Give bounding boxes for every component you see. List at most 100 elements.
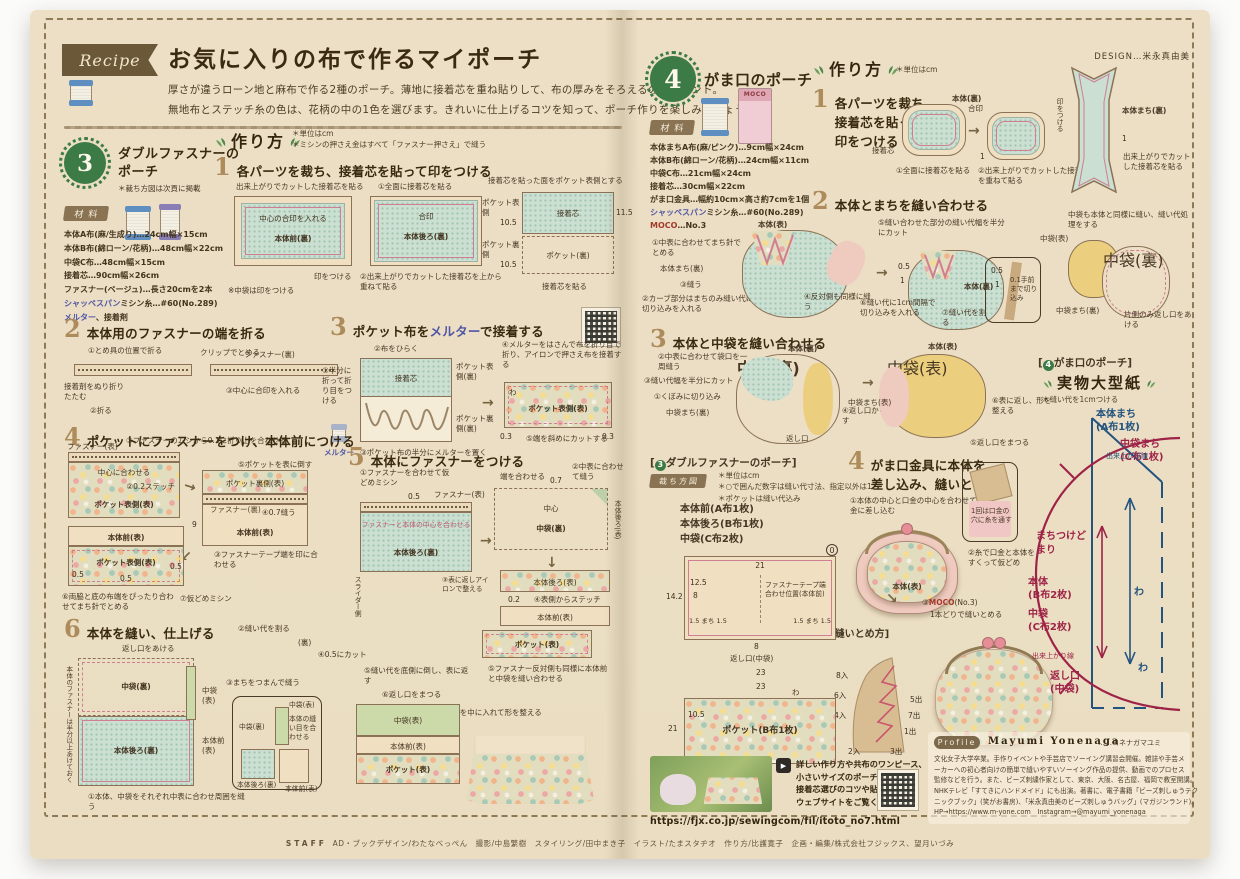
promo-line: 詳しい作り方や共布のワンピース、 bbox=[796, 759, 927, 769]
diagram-label: ③縫う bbox=[680, 280, 702, 289]
step-header: 4 がま口金具に本体を 差し込み、縫いとめる bbox=[848, 449, 999, 493]
body-back-strip: 本体後ろ(表) bbox=[500, 570, 610, 592]
lining-edge-strip bbox=[186, 666, 196, 720]
zipper-diagram bbox=[360, 502, 472, 512]
stitch-order: 7出 bbox=[908, 711, 921, 720]
spool-icon bbox=[701, 98, 729, 136]
leaf-icon bbox=[887, 61, 900, 76]
staff-credits: STAFF AD・ブックデザイン/わたなべっぺん 撮影/中島繁樹 スタイリング/… bbox=[30, 838, 1210, 849]
stitch-order: 8入 bbox=[836, 671, 849, 680]
dimension: 23 bbox=[756, 668, 766, 677]
materials-tag: 材料 bbox=[62, 206, 110, 221]
stitch-order: 4入 bbox=[834, 711, 847, 720]
fold-label: わ bbox=[792, 688, 800, 697]
body-lining-joined-blob: 中袋(裏) bbox=[736, 354, 840, 444]
diagram-label: ③表に返しアイロンで整える bbox=[442, 576, 489, 594]
diagram-label: 本体前(表) bbox=[202, 736, 225, 756]
dimension: 0.5 bbox=[120, 574, 132, 583]
diagram-label: 1本どりで縫いとめる bbox=[930, 610, 1003, 619]
dimension: 11.5 bbox=[616, 208, 633, 217]
step-header: 3 ポケット布をメルターで接着する bbox=[330, 312, 544, 341]
material-item: 本体B布(綿ローン/花柄)…24cm幅×11cm bbox=[650, 155, 810, 165]
lining-stack: 中袋(表) bbox=[356, 704, 460, 736]
pattern-piece-label: 中袋まち(C布1枚) bbox=[1120, 439, 1164, 463]
diagram-label: 端を合わせる bbox=[500, 472, 545, 481]
diagram-label: 接着芯を貼った面をポケット表側とする bbox=[488, 176, 623, 185]
diagram-label: ⑤縫い代を底側に倒し、表に返す bbox=[364, 666, 469, 686]
diagram-label: ⑤返し口をまつる bbox=[970, 438, 1030, 447]
arrow-right-icon: → bbox=[876, 265, 888, 281]
step-number: 3 bbox=[330, 312, 347, 341]
leaf-icon bbox=[214, 133, 227, 148]
diagram-label: ポケット表側(表) bbox=[94, 500, 154, 509]
zipper-diagram bbox=[68, 452, 180, 462]
bio-line: ニックブック」(笑がお書房)、「米永真由美のビーズ刺しゅうバッグ」(マガジンラン… bbox=[934, 797, 1198, 806]
material-item-rest: ミシン糸…#60(No.289) bbox=[120, 298, 218, 308]
diagram-label: 返し口(中袋) bbox=[730, 654, 774, 663]
diagram-label: ②布をひらく bbox=[374, 344, 419, 353]
cut-note: ＊○で囲んだ数字は縫い代寸法、指定以外は1 bbox=[718, 482, 872, 492]
diagram-label: 本体(裏) bbox=[788, 344, 818, 353]
stitch-method-label: [縫いとめ方] bbox=[830, 629, 890, 640]
diagram-label: ③MOCO(No.3) bbox=[922, 598, 978, 608]
cut-piece-name: 本体後ろ(B布1枚) bbox=[680, 519, 764, 530]
diagram-label: ①ファスナーのムシから0.1に折り山を合わせる bbox=[126, 436, 288, 445]
cut-piece-name: ポケット(B布1枚) bbox=[722, 726, 798, 736]
cut-note: ＊単位はcm bbox=[718, 471, 760, 480]
bio-line: 文化女子大学卒業。手作りイベントや手芸店でソーイング講習会開催。雑誌や手芸メ bbox=[934, 755, 1185, 763]
material-item: シャッペスパンミシン糸…#60(No.289) bbox=[650, 207, 809, 220]
diagram-label: 接着剤をぬり折りたたむ bbox=[64, 382, 124, 402]
diagram-label: ⑤端を斜めにカットする bbox=[526, 434, 608, 443]
step-number: 3 bbox=[650, 324, 667, 353]
diagram-label: 本体前(表) bbox=[236, 528, 274, 537]
diagram-label: ファスナーと本体の中心を合わせる bbox=[361, 521, 471, 529]
cut-layout-header-text: ダブルファスナーのポーチ] bbox=[665, 457, 797, 469]
howto-notes-3: ＊単位はcm ＊ミシンの押さえ金はすべて「ファスナー押さえ」で縫う bbox=[292, 128, 486, 151]
diagram-label: ポケット表側(裏) bbox=[456, 362, 494, 382]
materials-list-3: 本体A布(麻/生成り)…24cm幅×15cm 本体B布(綿ローン/花柄)…48c… bbox=[64, 228, 223, 324]
website-url[interactable]: https://fjx.co.jp/sewingcom/fil/itoto_no… bbox=[650, 816, 901, 827]
diagram-label: ⑤縫い合わせた部分の縫い代幅を半分にカット bbox=[878, 218, 1005, 238]
material-item: 本体A布(麻/生成り)…24cm幅×15cm bbox=[64, 230, 208, 239]
recipe-flag-label: Recipe bbox=[79, 50, 141, 70]
diagram-label: 本体(表) bbox=[892, 582, 922, 591]
diagram-label: ファスナー(表) bbox=[434, 490, 485, 499]
diagram-label: 本体のファスナーは半分以上あけておく bbox=[64, 666, 73, 783]
diagram-label: 本体(裏) bbox=[964, 282, 994, 291]
materials-tag: 材料 bbox=[648, 120, 696, 135]
diagram-label: ⑥両脇と底の布端をぴったり合わせてまち針でとめる bbox=[62, 592, 174, 612]
section-3-title-line1: ダブルファスナーの bbox=[118, 147, 240, 162]
leaf-icon bbox=[1042, 376, 1053, 389]
stitch-order: 3出 bbox=[890, 747, 903, 756]
step-title-line: 接着芯を貼って bbox=[834, 115, 924, 130]
dimension: 10.5 bbox=[688, 710, 705, 719]
howto-label: 作り方 bbox=[829, 60, 884, 79]
diagram-label: ①中表に合わせてまち針でとめる bbox=[652, 238, 741, 258]
diagram-label: 本体の縫い目を合わせる bbox=[289, 715, 317, 742]
pattern-label: 返し口(中袋) bbox=[1050, 671, 1080, 695]
diagram-label: ファスナー(裏) bbox=[210, 505, 261, 514]
cut-piece-name: 中袋(C布2枚) bbox=[680, 534, 744, 545]
dimension: 0.3 bbox=[602, 432, 614, 441]
diagram-label: 中袋(裏) bbox=[1103, 251, 1164, 270]
howto-note: ＊ミシンの押さえ金はすべて「ファスナー押さえ」で縫う bbox=[292, 140, 487, 150]
diagram-label: ⑦仮どめミシン bbox=[180, 594, 232, 603]
diagram-label: ②糸で口金と本体をすくって仮どめ bbox=[968, 548, 1035, 568]
diagram-label: 接着芯を貼る bbox=[542, 282, 587, 291]
step-title: ポケット布をメルターで接着する bbox=[353, 316, 544, 340]
dimension: 0.2 bbox=[508, 595, 520, 604]
diagram-label: 本体後ろ(裏) bbox=[393, 548, 439, 557]
dimension: 1 bbox=[980, 152, 985, 161]
zipper-diagram bbox=[210, 364, 338, 376]
diagram-label: ④0.5にカット bbox=[318, 650, 367, 659]
promo-line: 接着芯選びのコツや貼り方は、 bbox=[796, 784, 911, 795]
brand-name: メルター bbox=[324, 448, 354, 457]
diagram-label: ②出来上がりでカットした接着芯を重ねて貼る bbox=[978, 166, 1090, 186]
diagram-label: ポケット表側(表) bbox=[528, 404, 588, 413]
leaf-icon bbox=[289, 133, 302, 148]
diagram-label: ポケット(表) bbox=[514, 640, 560, 649]
diagram-label: ②中表に合わせて縫う bbox=[572, 462, 624, 482]
stitch-order: 2入 bbox=[848, 747, 861, 756]
diagram-label: 本体後ろ(表) bbox=[612, 500, 621, 558]
